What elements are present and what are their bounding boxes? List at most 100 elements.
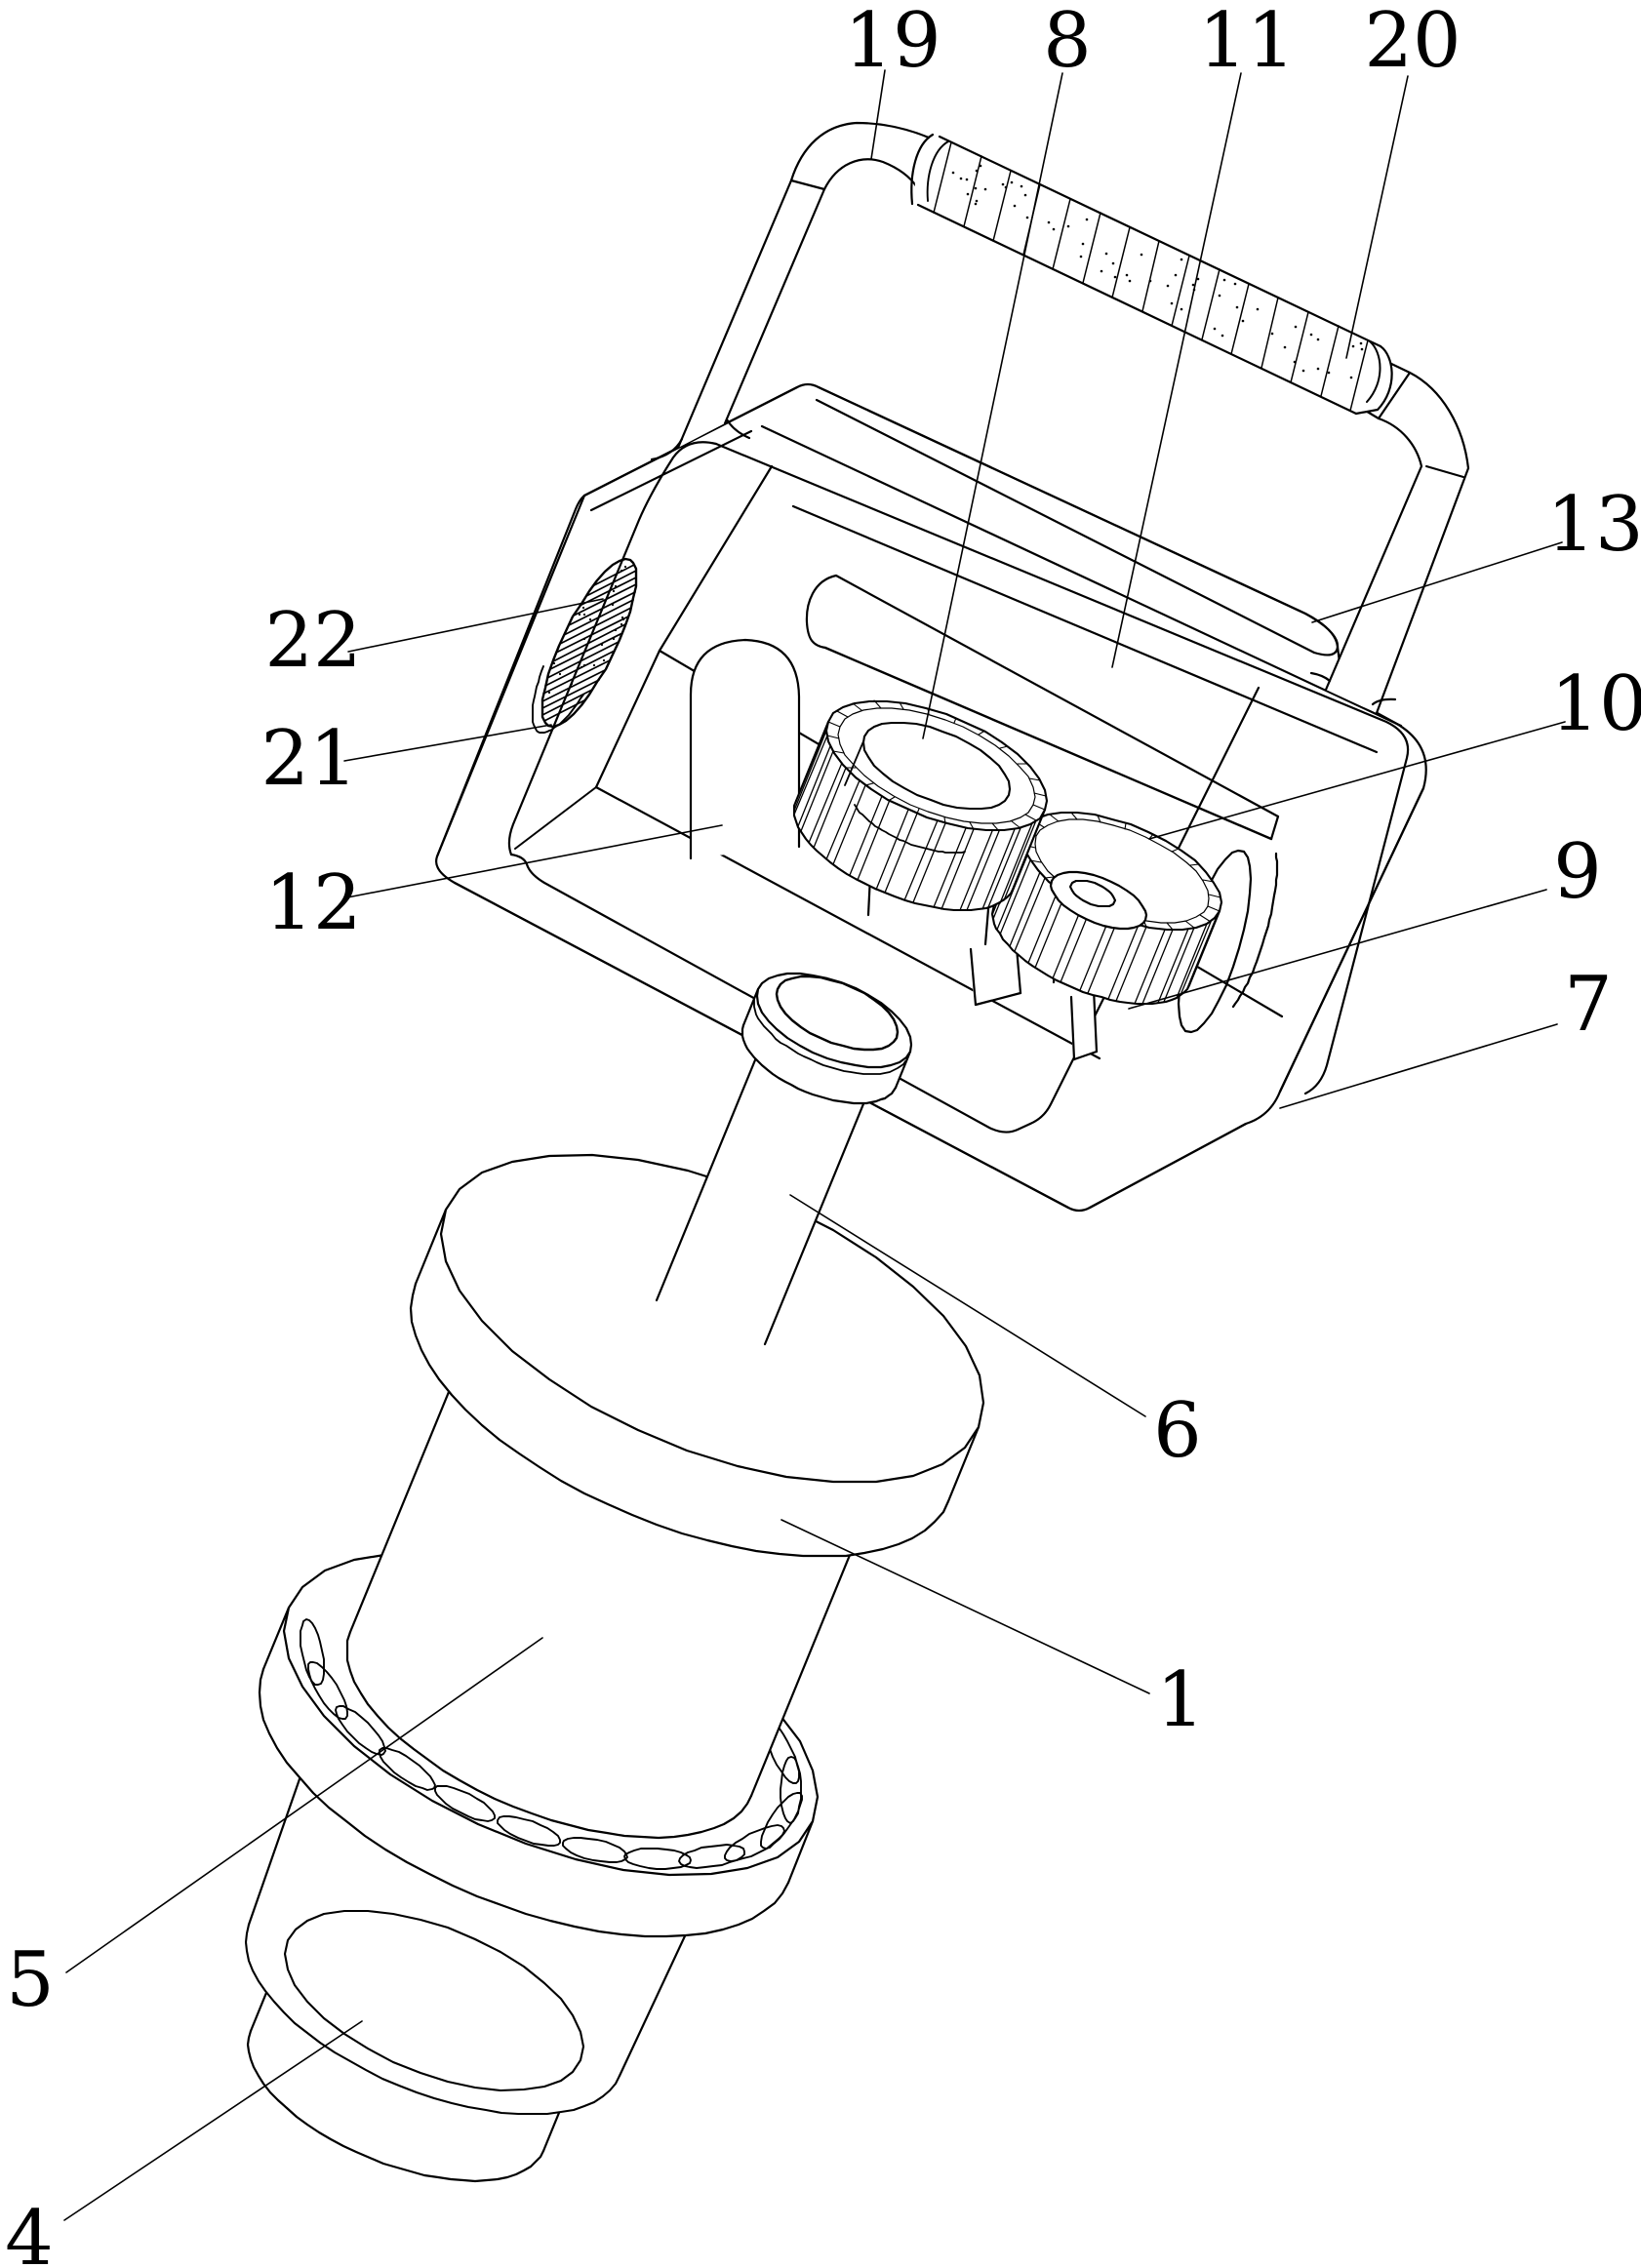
- stipple-dot: [1023, 193, 1027, 197]
- stipple-dot: [1360, 347, 1364, 351]
- stipple-dot: [1174, 273, 1178, 277]
- opening-rim: [507, 441, 1410, 1134]
- stipple-dot: [1047, 220, 1051, 224]
- part-label-21: 21: [260, 715, 357, 803]
- stipple-dot: [1359, 341, 1363, 345]
- part-label-12: 12: [264, 859, 361, 947]
- stipple-dot: [979, 164, 982, 168]
- stipple-dot: [974, 202, 978, 206]
- stipple-dot: [1013, 204, 1017, 208]
- stipple-dot: [1004, 185, 1008, 189]
- stipple-dot: [1001, 182, 1005, 186]
- stipple-dot: [582, 613, 586, 617]
- stipple-dot: [1066, 224, 1070, 228]
- stipple-dot: [1283, 345, 1287, 349]
- leader-line-22: [347, 598, 604, 653]
- stipple-dot: [1294, 325, 1298, 329]
- stipple-dot: [620, 616, 624, 619]
- stipple-dot: [1327, 371, 1331, 375]
- stipple-dot: [974, 186, 978, 190]
- leader-line-1: [780, 1519, 1150, 1694]
- stipple-dot: [1010, 180, 1014, 184]
- stipple-dot: [581, 606, 585, 610]
- stipple-dot: [600, 643, 604, 647]
- stipple-dot: [620, 569, 623, 573]
- stipple-dot: [1104, 252, 1108, 256]
- stipple-dot: [614, 584, 618, 588]
- white-fill: [656, 1017, 877, 1355]
- stipple-dot: [580, 665, 583, 669]
- stipple-dot: [612, 589, 616, 593]
- stipple-dot: [570, 682, 574, 686]
- stipple-dot: [620, 622, 623, 626]
- stipple-dot: [1316, 367, 1320, 371]
- stipple-dot: [1100, 269, 1103, 273]
- stipple-dot: [1235, 305, 1239, 309]
- left-face-oval-hole: [532, 557, 638, 734]
- part-label-20: 20: [1364, 0, 1461, 85]
- stipple-dot: [951, 171, 955, 175]
- stipple-dot: [1270, 332, 1274, 336]
- stipple-dot: [1020, 184, 1023, 188]
- stipple-dot: [965, 178, 969, 181]
- leader-line-6: [789, 1194, 1146, 1417]
- stipple-dot: [552, 661, 556, 665]
- shaft: [655, 1017, 878, 1355]
- stipple-dot: [1301, 369, 1305, 373]
- stipple-dot: [1191, 283, 1195, 287]
- leader-line-9: [1128, 889, 1547, 1010]
- part-label-10: 10: [1550, 660, 1641, 748]
- stipple-dot: [611, 603, 615, 607]
- part-label-7: 7: [1564, 961, 1613, 1049]
- leader-line-10: [1148, 721, 1566, 840]
- stipple-dot: [1241, 319, 1245, 323]
- stipple-dot: [623, 565, 627, 569]
- stipple-dot: [612, 637, 616, 641]
- white-fill: [691, 640, 799, 858]
- stipple-dot: [1125, 273, 1129, 277]
- stipple-dot: [1148, 279, 1152, 283]
- stipple-dot: [578, 613, 581, 617]
- stipple-dot: [1222, 278, 1226, 282]
- stipple-dot: [1140, 253, 1143, 257]
- stipple-dot: [1113, 275, 1117, 279]
- stipple-dot: [959, 177, 963, 180]
- part-label-9: 9: [1553, 828, 1602, 916]
- leader-line-13: [1311, 541, 1563, 623]
- stipple-dot: [1025, 216, 1029, 219]
- stipple-dot: [582, 663, 586, 667]
- stipple-dot: [966, 192, 970, 196]
- grip-hatching: [933, 141, 1369, 412]
- leader-line-4: [63, 2020, 363, 2221]
- stipple-dot: [1052, 227, 1056, 231]
- stipple-dot: [1293, 360, 1297, 364]
- stipple-dot: [588, 617, 592, 621]
- stipple-dot: [582, 637, 586, 641]
- stipple-dot: [1180, 258, 1183, 261]
- leader-line-19: [870, 69, 886, 160]
- part-label-22: 22: [264, 597, 361, 685]
- stipple-dot: [1213, 327, 1217, 331]
- leader-line-11: [1111, 72, 1242, 668]
- stipple-dot: [1085, 218, 1089, 221]
- stipple-dot: [1111, 261, 1115, 265]
- interior-panel: [805, 574, 1280, 841]
- part-label-4: 4: [5, 2195, 54, 2268]
- stipple-dot: [1316, 338, 1320, 341]
- stipple-dot: [592, 663, 596, 667]
- leader-line-8: [922, 72, 1063, 739]
- part-label-19: 19: [844, 0, 941, 85]
- part-label-11: 11: [1198, 0, 1295, 85]
- stipple-dot: [983, 187, 987, 191]
- leader-line-5: [65, 1637, 543, 1973]
- stipple-dot: [1309, 333, 1313, 337]
- part-label-8: 8: [1043, 0, 1092, 85]
- stipple-dot: [1349, 376, 1353, 379]
- stipple-dot: [1128, 279, 1132, 283]
- stipple-dot: [1196, 277, 1200, 281]
- leader-line-12: [346, 824, 723, 898]
- stipple-dot: [1218, 294, 1221, 298]
- leader-line-21: [343, 724, 552, 762]
- part-label-6: 6: [1153, 1387, 1202, 1475]
